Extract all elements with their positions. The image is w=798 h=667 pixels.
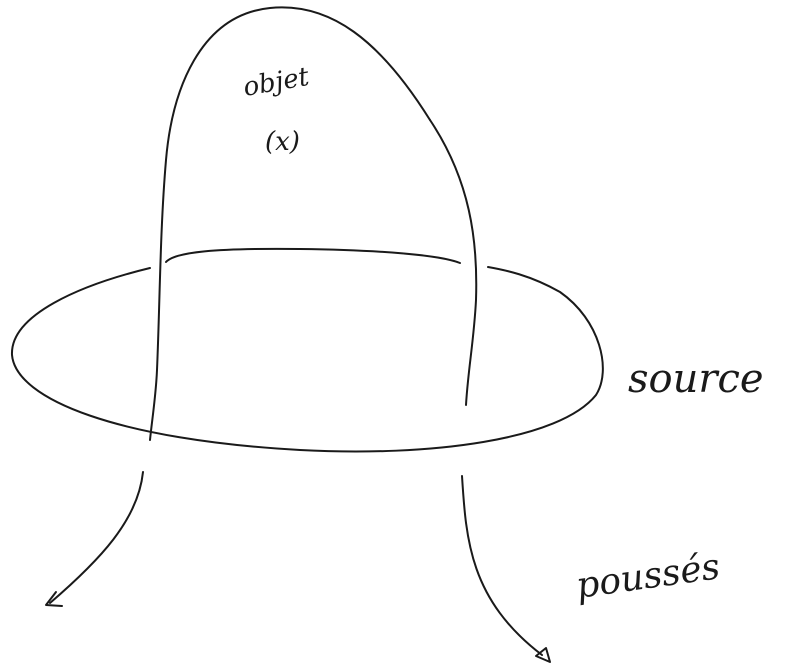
object-label: objet <box>241 62 312 103</box>
push-arrow-right <box>462 476 542 655</box>
source-label: source <box>628 356 764 402</box>
source-ellipse <box>12 267 603 452</box>
object-variable-label: (x) <box>265 127 300 157</box>
push-arrow-left <box>50 472 143 603</box>
object-outline-right <box>430 120 476 405</box>
push-label: poussés <box>574 546 723 607</box>
object-section-line <box>166 249 460 263</box>
